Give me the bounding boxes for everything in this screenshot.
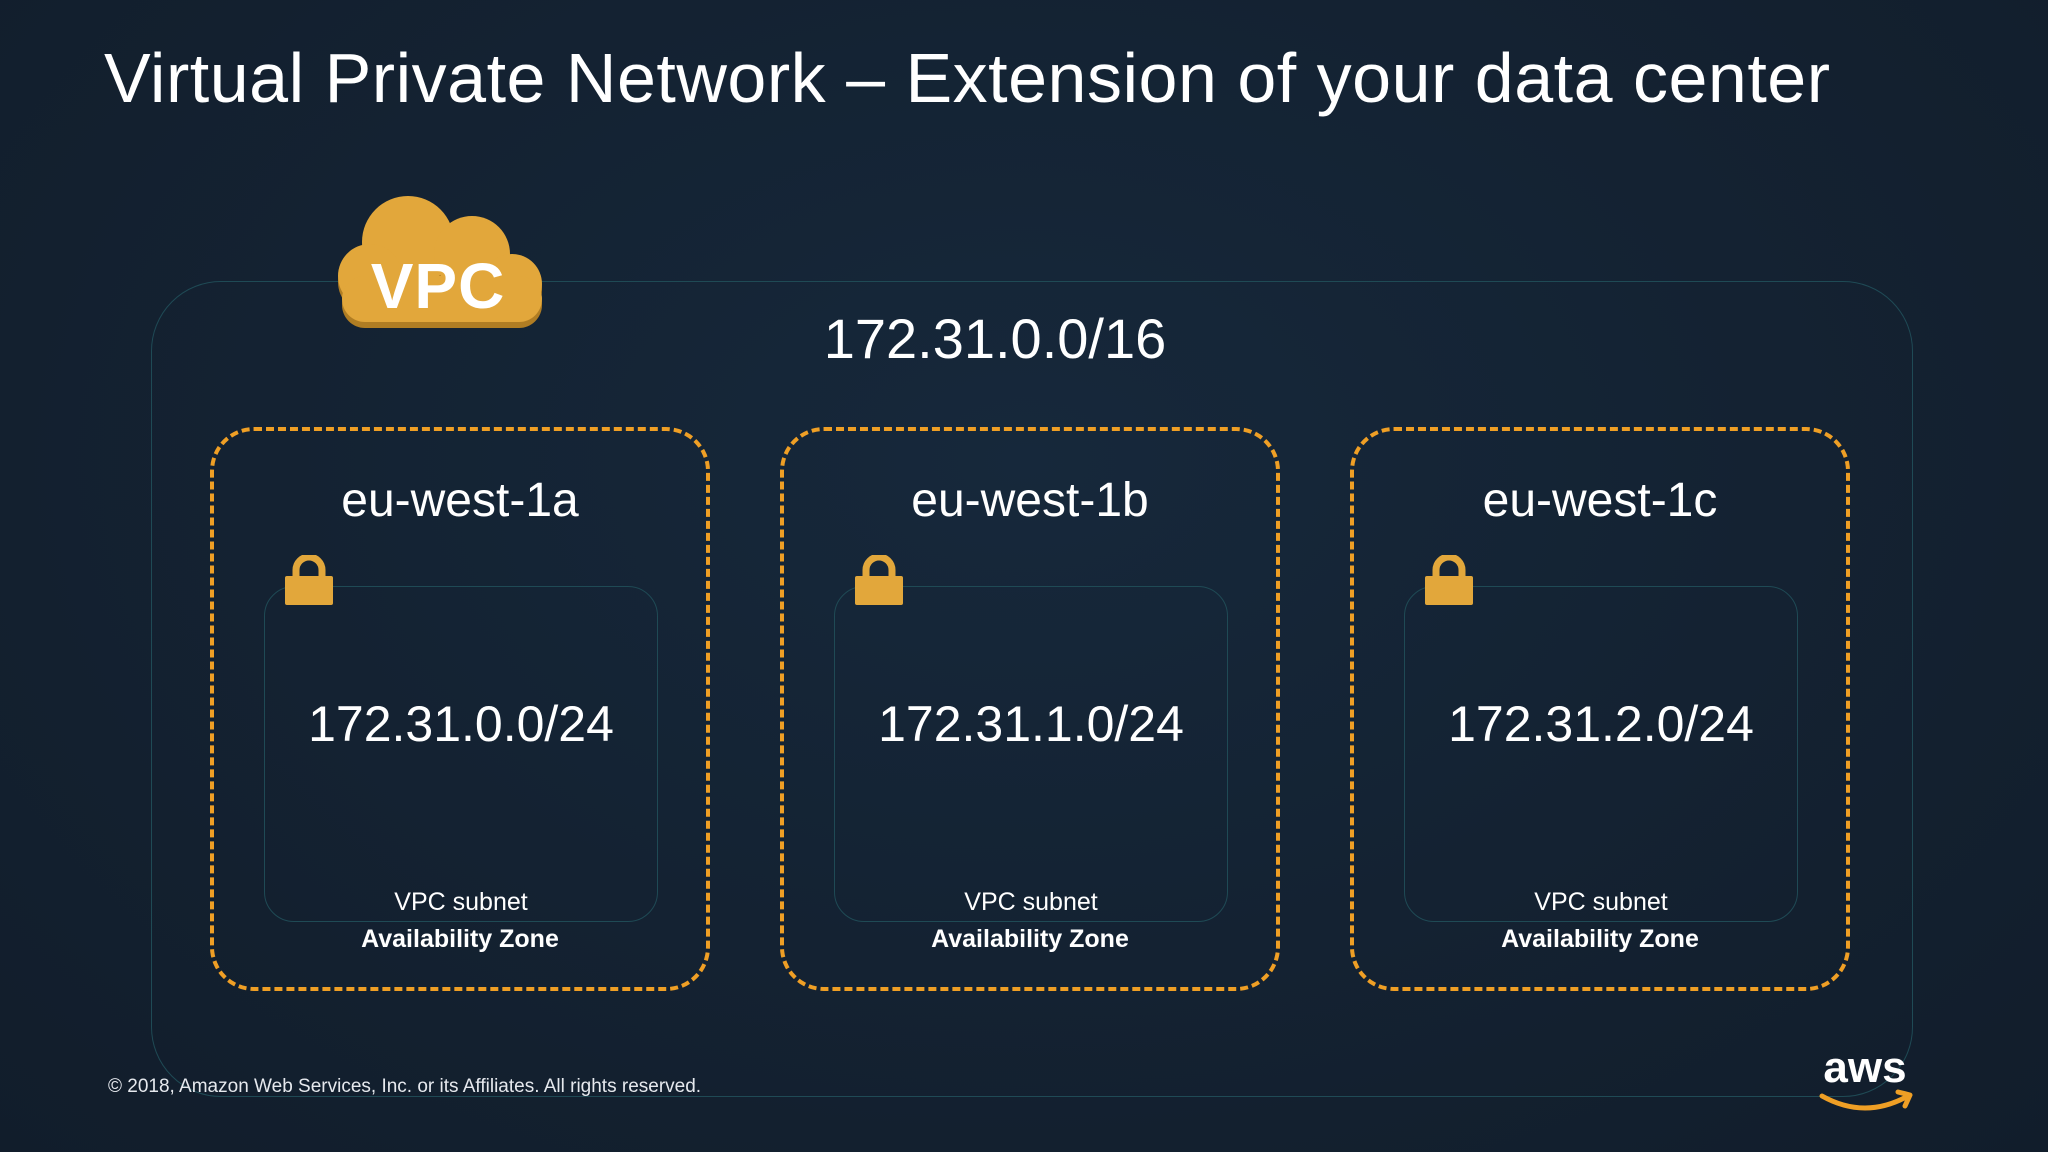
availability-zone-1c: eu-west-1c 172.31.2.0/24 VPC subnet Avai… [1350,427,1850,991]
vpc-subnet: 172.31.1.0/24 VPC subnet [834,555,1228,922]
vpc-subnet: 172.31.2.0/24 VPC subnet [1404,555,1798,922]
vpc-container [151,281,1913,1097]
aws-logo-text: aws [1823,1043,1906,1092]
lock-icon [855,555,903,605]
vpc-cidr: 172.31.0.0/16 [823,307,1167,370]
subnet-label: VPC subnet [964,888,1098,916]
subnet-cidr: 172.31.0.0/24 [308,696,614,752]
az-name: eu-west-1c [1482,474,1718,527]
copyright-notice: © 2018, Amazon Web Services, Inc. or its… [108,1076,702,1097]
vpc-subnet: 172.31.0.0/24 VPC subnet [264,555,658,922]
az-name: eu-west-1b [911,474,1149,527]
availability-zone-1b: eu-west-1b 172.31.1.0/24 VPC subnet Avai… [780,427,1280,991]
lock-icon [1425,555,1473,605]
availability-zone-label: Availability Zone [931,925,1129,953]
aws-logo: aws [1819,1043,1913,1111]
vpc-cloud-icon: VPC [338,196,542,328]
subnet-label: VPC subnet [1534,888,1668,916]
az-name: eu-west-1a [341,474,579,527]
vpc-badge-label: VPC [371,250,506,322]
slide-title: Virtual Private Network – Extension of y… [104,39,1831,117]
subnet-cidr: 172.31.2.0/24 [1448,696,1754,752]
subnet-label: VPC subnet [394,888,528,916]
availability-zone-label: Availability Zone [1501,925,1699,953]
availability-zone-label: Availability Zone [361,925,559,953]
subnet-cidr: 172.31.1.0/24 [878,696,1184,752]
availability-zone-1a: eu-west-1a 172.31.0.0/24 VPC subnet Avai… [210,427,710,991]
lock-icon [285,555,333,605]
